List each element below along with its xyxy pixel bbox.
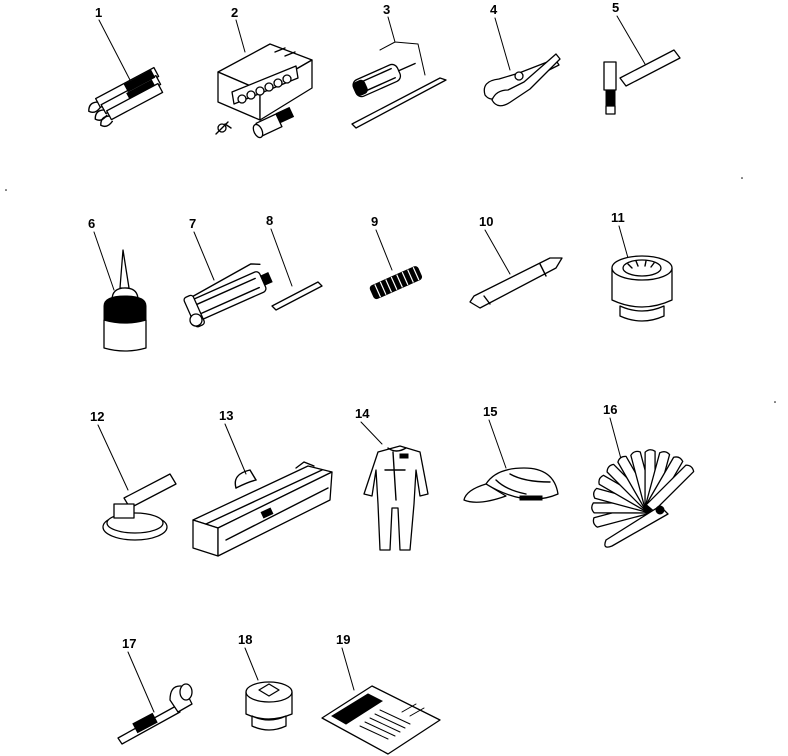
item-18-square-socket: 18 — [238, 632, 293, 731]
item-10-grease-cartridge: 10 — [469, 214, 563, 309]
callout-5: 5 — [612, 0, 619, 15]
item-4-pliers: 4 — [483, 2, 561, 107]
callout-6: 6 — [88, 216, 95, 231]
item-12-filter-wrench: 12 — [90, 409, 177, 541]
item-13-tool-bag: 13 — [192, 408, 333, 557]
item-17-spark-plug-wrench: 17 — [117, 636, 193, 745]
item-9-spring: 9 — [369, 214, 423, 300]
callout-3: 3 — [383, 2, 390, 17]
item-11-socket: 11 — [611, 210, 673, 322]
callout-12: 12 — [90, 409, 104, 424]
item-1-wrench-set: 1 — [88, 5, 164, 128]
item-5-hammer: 5 — [603, 0, 681, 115]
callout-2: 2 — [231, 5, 238, 20]
item-7-grease-gun: 7 — [183, 216, 273, 328]
callout-4: 4 — [490, 2, 498, 17]
callout-1: 1 — [95, 5, 102, 20]
callout-15: 15 — [483, 404, 497, 419]
callout-19: 19 — [336, 632, 350, 647]
item-16-feeler-gauge: 16 — [591, 402, 695, 548]
item-14-coverall: 14 — [355, 406, 429, 551]
callout-17: 17 — [122, 636, 136, 651]
callout-14: 14 — [355, 406, 370, 421]
item-15-cap: 15 — [463, 404, 559, 503]
item-6-oil-can: 6 — [88, 216, 147, 352]
item-2-socket-set-box: 2 — [215, 5, 313, 139]
callout-9: 9 — [371, 214, 378, 229]
callout-18: 18 — [238, 632, 252, 647]
callout-10: 10 — [479, 214, 493, 229]
callout-8: 8 — [266, 213, 273, 228]
callout-16: 16 — [603, 402, 617, 417]
callout-7: 7 — [189, 216, 196, 231]
item-19-manual: 19 — [321, 632, 441, 755]
callout-11: 11 — [611, 210, 625, 225]
callout-13: 13 — [219, 408, 233, 423]
item-3-screwdriver: 3 — [351, 2, 447, 129]
item-8-nozzle-pipe: 8 — [266, 213, 323, 311]
